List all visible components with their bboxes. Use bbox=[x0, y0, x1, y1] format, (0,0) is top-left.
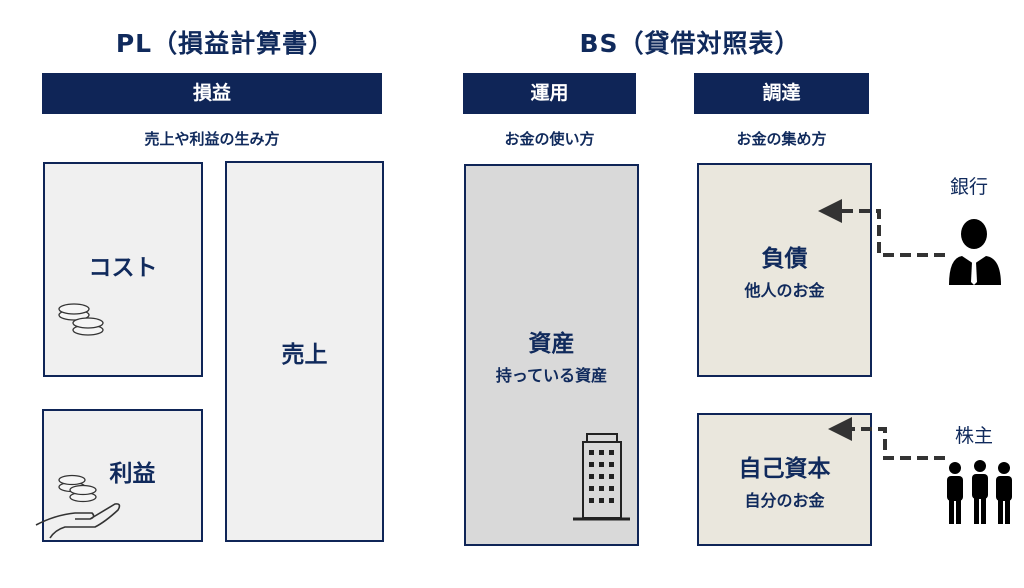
assets-sublabel: 持っている資産 bbox=[495, 366, 608, 385]
use-subtitle: お金の使い方 bbox=[504, 130, 595, 148]
liabilities-sublabel: 他人のお金 bbox=[744, 281, 825, 300]
pl-title: PL（損益計算書） bbox=[115, 29, 335, 58]
liabilities-box: 負債 他人のお金 bbox=[697, 163, 872, 377]
sales-box: 売上 bbox=[225, 161, 384, 542]
shareholders-icon bbox=[947, 460, 1012, 524]
assets-label: 資産 bbox=[528, 331, 575, 357]
cost-label: コスト bbox=[88, 254, 158, 281]
banker-icon bbox=[949, 219, 1001, 285]
raise-subtitle: お金の集め方 bbox=[736, 130, 827, 148]
equity-label: 自己資本 bbox=[738, 455, 831, 482]
bank-label: 銀行 bbox=[950, 176, 989, 198]
bs-title: BS（貸借対照表） bbox=[579, 29, 801, 58]
bank-arrow bbox=[818, 199, 945, 257]
liabilities-label: 負債 bbox=[761, 246, 808, 272]
assets-box: 資産 持っている資産 bbox=[464, 164, 639, 546]
use-header: 運用 bbox=[463, 73, 636, 114]
coins-icon bbox=[58, 303, 104, 336]
building-icon bbox=[573, 433, 630, 521]
coins-on-hand-icon bbox=[35, 474, 121, 539]
pl-subtitle: 売上や利益の生み方 bbox=[144, 130, 280, 148]
shareholder-arrow bbox=[828, 417, 945, 460]
raise-header: 調達 bbox=[694, 73, 869, 114]
sales-label: 売上 bbox=[281, 341, 328, 368]
shareholders-label: 株主 bbox=[955, 425, 994, 447]
profit-label: 利益 bbox=[109, 460, 156, 487]
equity-sublabel: 自分のお金 bbox=[744, 490, 825, 510]
pl-header: 損益 bbox=[42, 73, 382, 114]
cost-box: コスト bbox=[43, 162, 203, 377]
